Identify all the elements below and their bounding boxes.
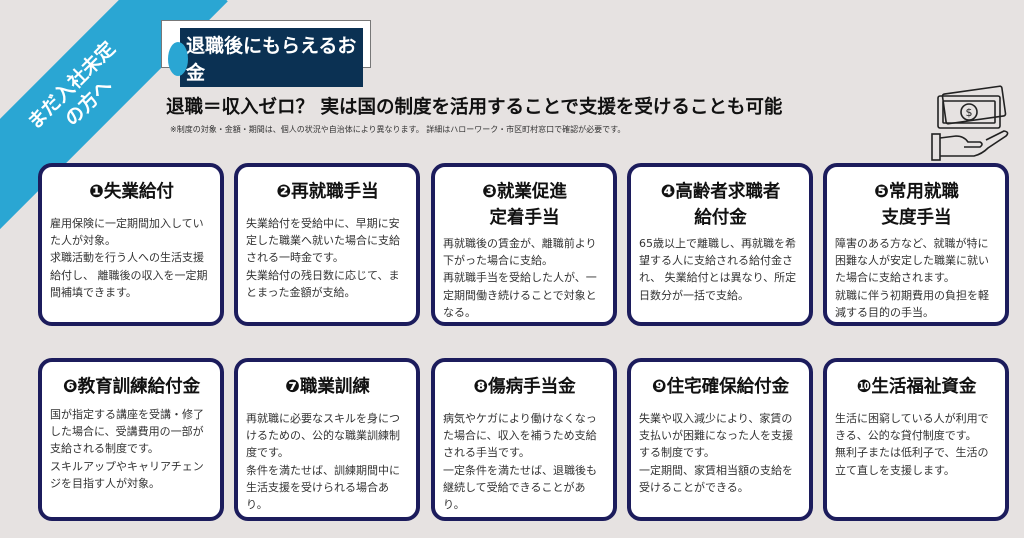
title-accent-dot	[168, 42, 188, 76]
benefit-card-5: ❺常用就職 支度手当 障害のある方など、就職が特に困難な人が安定した職業に就いた…	[823, 163, 1009, 326]
benefit-card-7: ❼職業訓練 再就職に必要なスキルを身につけるための、公的な職業訓練制度です。 条…	[234, 358, 420, 521]
benefit-card-9: ❾住宅確保給付金 失業や収入減少により、家賃の支払いが困難になった人を支援する制…	[627, 358, 813, 521]
card-title: ❶失業給付	[89, 182, 174, 202]
card-title: ❷再就職手当	[276, 182, 379, 202]
card-text: 病気やケガにより働けなくなった場合に、収入を補うため支給される手当です。	[443, 412, 597, 460]
card-text: 一定期間、家賃相当額の支給を受けることができる。	[639, 463, 793, 494]
card-text: 求職活動を行う人への生活支援給付し、 離職後の収入を一定期間補填できます。	[50, 251, 208, 299]
card-title: ❽傷病手当金	[473, 377, 576, 397]
card-title: ❸就業促進 定着手当	[482, 182, 567, 228]
card-title: ❾住宅確保給付金	[651, 377, 790, 397]
benefit-card-10: ❿生活福祉資金 生活に困窮している人が利用できる、公的な貸付制度です。 無利子ま…	[823, 358, 1009, 521]
card-text: スキルアップやキャリアチェンジを目指す人が対象。	[50, 459, 204, 490]
card-title: ❺常用就職 支度手当	[874, 182, 959, 228]
svg-text:$: $	[966, 106, 973, 119]
card-text: 障害のある方など、就職が特に困難な人が安定した職業に就いた場合に支給されます。	[835, 237, 989, 285]
card-text: 条件を満たせば、訓練期間中に生活支援を受けられる場合あり。	[246, 463, 400, 512]
page-title: 退職後にもらえるお金	[180, 28, 363, 87]
card-text: 再就職手当を受給した人が、一定期間働き続けることで対象となる。	[443, 271, 597, 319]
benefit-card-3: ❸就業促進 定着手当 再就職後の賃金が、離職前より下がった場合に支給。 再就職手…	[431, 163, 617, 326]
card-text: 生活に困窮している人が利用できる、公的な貸付制度です。	[835, 412, 989, 443]
subtitle: 退職＝収入ゼロ？ 実は国の制度を活用することで支援を受けることも可能	[166, 97, 783, 118]
benefit-card-8: ❽傷病手当金 病気やケガにより働けなくなった場合に、収入を補うため支給される手当…	[431, 358, 617, 521]
card-text: 失業給付の残日数に応じて、まとまった金額が支給。	[246, 268, 400, 299]
benefit-card-1: ❶失業給付 雇用保険に一定期間加入していた人が対象。求職活動を行う人への生活支援…	[38, 163, 224, 326]
card-text: 一定条件を満たせば、退職後も継続して受給できることがあり。	[443, 463, 597, 512]
card-title: ❿生活福祉資金	[856, 377, 977, 397]
card-text: 雇用保険に一定期間加入していた人が対象。	[50, 217, 204, 248]
card-text: 無利子または低利子で、生活の立て直しを支援します。	[835, 446, 989, 477]
card-text: 失業給付を受給中に、早期に安定した職業へ就いた場合に支給される一時金です。	[246, 217, 400, 265]
money-hand-icon: $	[931, 85, 1009, 161]
benefit-card-6: ❻教育訓練給付金 国が指定する講座を受講・修了した場合に、受講費用の一部が支給さ…	[38, 358, 224, 521]
card-text: 失業や収入減少により、家賃の支払いが困難になった人を支援する制度です。	[639, 412, 793, 460]
card-text: 就職に伴う初期費用の負担を軽減する目的の手当。	[835, 288, 989, 319]
disclaimer-note: ※制度の対象・金額・期間は、個人の状況や自治体により異なります。 詳細はハローワ…	[170, 125, 626, 134]
card-title: ❼職業訓練	[285, 377, 370, 397]
card-title: ❹高齢者求職者 給付金	[660, 182, 781, 228]
card-text: 国が指定する講座を受講・修了した場合に、受講費用の一部が支給される制度です。	[50, 408, 204, 456]
card-title: ❻教育訓練給付金	[62, 377, 201, 397]
benefit-card-4: ❹高齢者求職者 給付金 65歳以上で離職し、再就職を希望する人に支給される給付金…	[627, 163, 813, 326]
card-text: 再就職に必要なスキルを身につけるための、公的な職業訓練制度です。	[246, 412, 400, 460]
card-text: 65歳以上で離職し、再就職を希望する人に支給される給付金され、 失業給付とは異な…	[639, 237, 797, 302]
benefit-card-2: ❷再就職手当 失業給付を受給中に、早期に安定した職業へ就いた場合に支給される一時…	[234, 163, 420, 326]
card-text: 再就職後の賃金が、離職前より下がった場合に支給。	[443, 237, 597, 268]
